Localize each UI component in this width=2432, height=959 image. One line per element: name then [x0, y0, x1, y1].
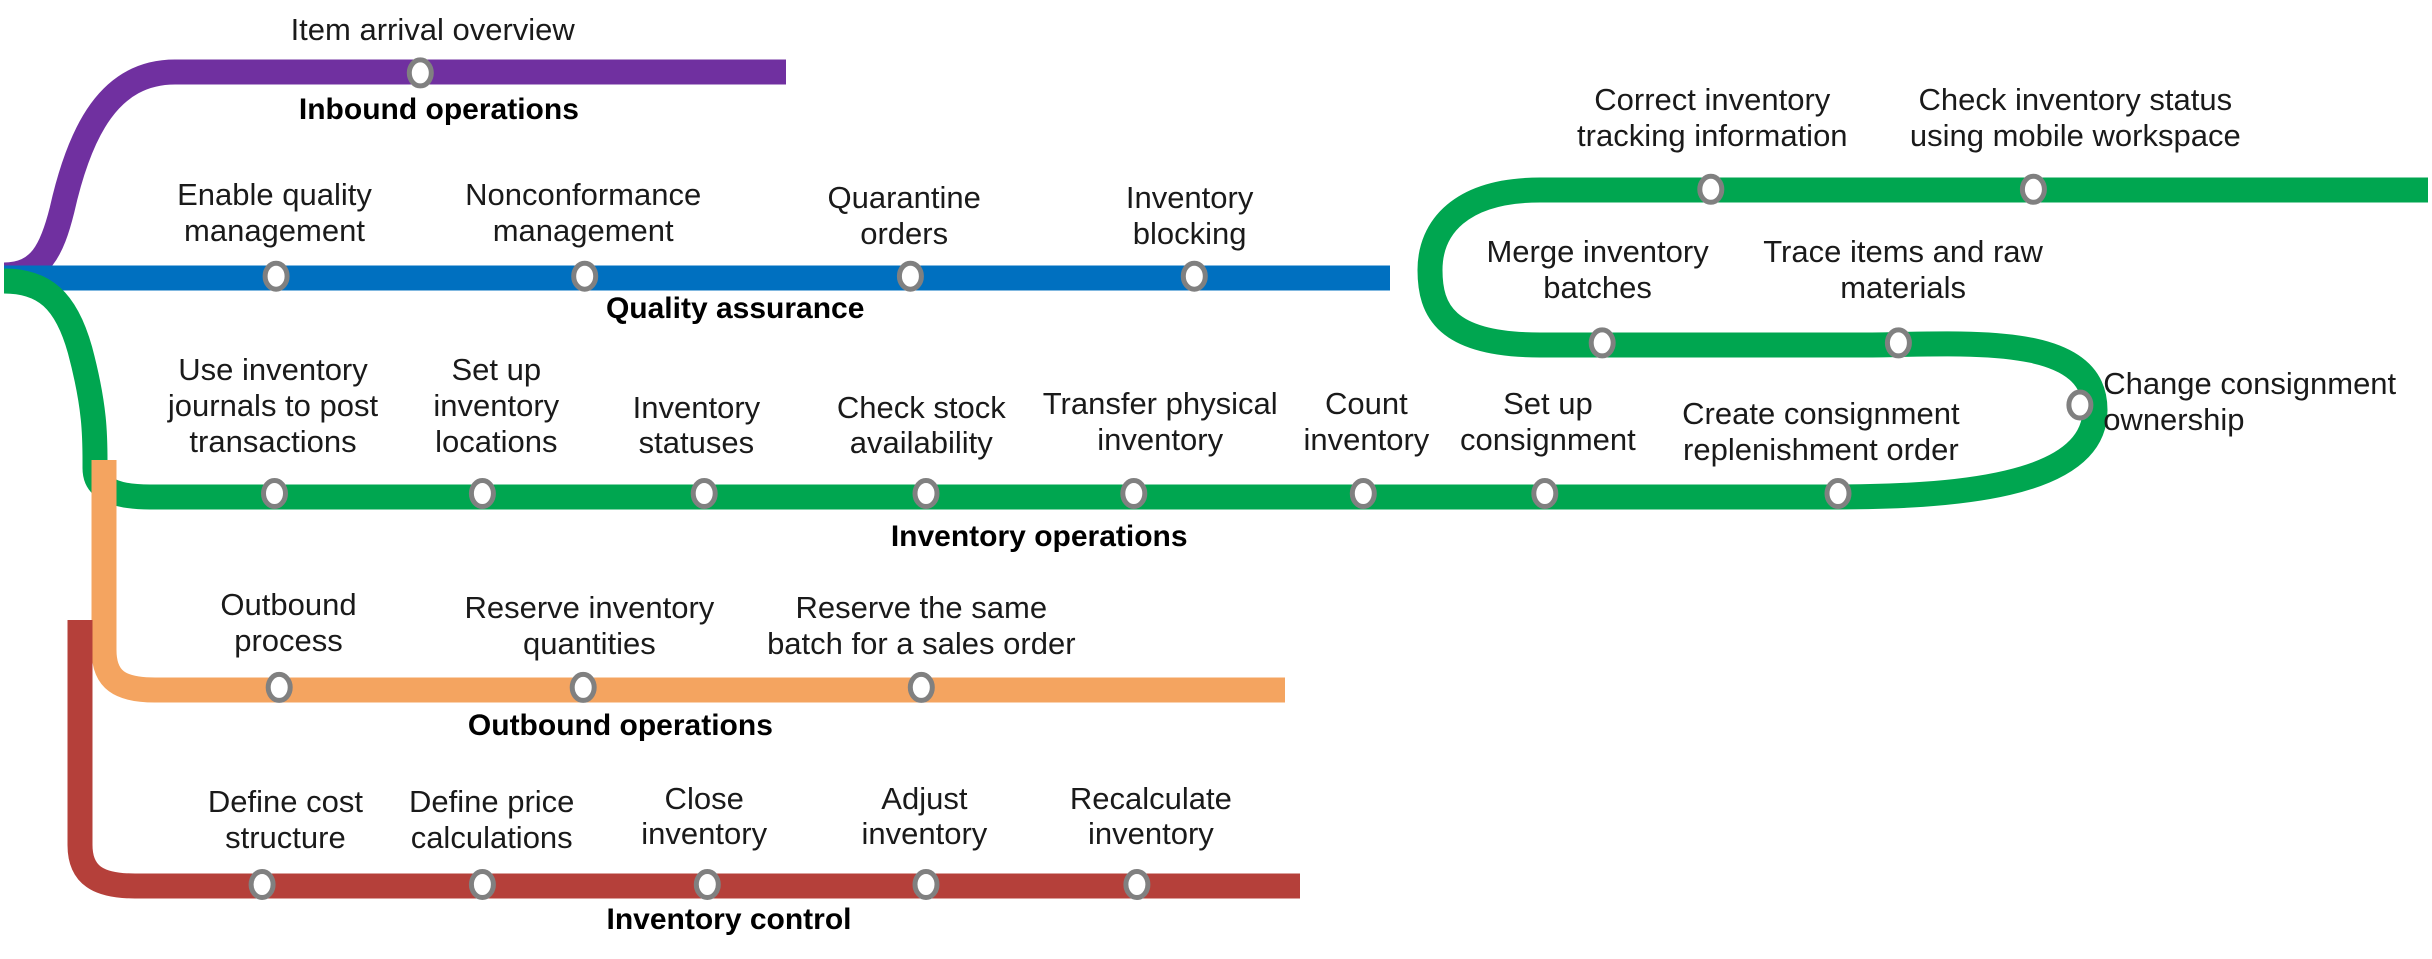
station-label: Inventory statuses: [632, 389, 761, 461]
station-label: Close inventory: [641, 780, 768, 852]
station-ring-icon: [468, 478, 496, 509]
station-ring-icon: [1349, 478, 1377, 509]
station-marker[interactable]: [571, 260, 599, 292]
line-path-inbound: [3, 59, 786, 288]
station-ring-icon: [690, 478, 718, 509]
station-marker[interactable]: [912, 869, 940, 900]
station-label: Nonconformance management: [465, 176, 702, 248]
station-ring-icon: [1824, 478, 1852, 509]
station-marker[interactable]: [907, 671, 935, 703]
station-ring-icon: [468, 869, 496, 900]
station-ring-icon: [571, 260, 599, 292]
line-path-outbound: [91, 460, 1285, 703]
station-ring-icon: [265, 671, 293, 703]
station-label: Reserve inventory quantities: [464, 589, 715, 661]
station-marker[interactable]: [1588, 327, 1616, 359]
line-name-inventory-control: Inventory control: [606, 903, 852, 937]
station-label: Inventory blocking: [1125, 180, 1254, 251]
station-ring-icon: [1120, 478, 1148, 509]
station-ring-icon: [406, 57, 434, 89]
station-label: Correct inventory tracking information: [1577, 82, 1848, 154]
station-label: Transfer physical inventory: [1042, 386, 1278, 458]
station-marker[interactable]: [1120, 478, 1148, 509]
station-ring-icon: [1697, 173, 1725, 205]
station-ring-icon: [2066, 389, 2094, 421]
station-label: Count inventory: [1303, 386, 1430, 458]
station-marker[interactable]: [1123, 869, 1151, 900]
station-ring-icon: [896, 260, 924, 292]
station-ring-icon: [912, 869, 940, 900]
station-ring-icon: [262, 260, 290, 292]
station-ring-icon: [1884, 327, 1912, 359]
station-label: Use inventory journals to post transacti…: [167, 352, 379, 460]
station-marker[interactable]: [912, 478, 940, 509]
station-label: Outbound process: [220, 586, 357, 658]
station-ring-icon: [912, 478, 940, 509]
line-path-inventory-control: [67, 620, 1300, 899]
station-label: Define price calculations: [408, 783, 575, 855]
station-ring-icon: [1180, 260, 1208, 292]
station-marker[interactable]: [248, 869, 276, 900]
line-name-inbound: Inbound operations: [298, 93, 579, 127]
station-label: Merge inventory batches: [1486, 234, 1709, 306]
station-ring-icon: [1531, 478, 1559, 509]
station-ring-icon: [693, 869, 721, 900]
station-ring-icon: [248, 869, 276, 900]
station-label: Reserve the same batch for a sales order: [767, 589, 1076, 661]
station-marker[interactable]: [261, 478, 288, 509]
station-label: Check inventory status using mobile work…: [1909, 82, 2241, 154]
station-label: Item arrival overview: [290, 12, 575, 48]
station-label: Set up consignment: [1460, 386, 1636, 458]
station-marker[interactable]: [693, 869, 721, 900]
station-marker[interactable]: [1697, 173, 1725, 205]
station-ring-icon: [1588, 327, 1616, 359]
station-marker[interactable]: [1824, 478, 1852, 509]
station-label: Enable quality management: [177, 176, 372, 248]
station-marker[interactable]: [1884, 327, 1912, 359]
station-marker[interactable]: [265, 671, 293, 703]
station-ring-icon: [2019, 173, 2047, 205]
line-name-inventory-ops: Inventory operations: [890, 519, 1188, 553]
station-marker[interactable]: [2019, 173, 2047, 205]
line-name-outbound: Outbound operations: [467, 709, 773, 743]
station-label: Create consignment replenishment order: [1682, 395, 1960, 467]
station-label: Trace items and raw materials: [1763, 234, 2043, 306]
station-marker[interactable]: [1180, 260, 1208, 292]
station-label: Recalculate inventory: [1069, 780, 1232, 852]
station-marker[interactable]: [468, 869, 496, 900]
station-marker[interactable]: [1349, 478, 1377, 509]
station-marker[interactable]: [1531, 478, 1559, 509]
station-marker[interactable]: [2066, 389, 2094, 421]
station-label: Set up inventory locations: [433, 352, 560, 460]
station-marker[interactable]: [690, 478, 718, 509]
station-marker[interactable]: [569, 671, 597, 703]
line-name-quality: Quality assurance: [605, 291, 865, 325]
station-label: Change consignment ownership: [2103, 366, 2397, 438]
station-ring-icon: [261, 478, 288, 509]
station-marker[interactable]: [896, 260, 924, 292]
station-label: Adjust inventory: [861, 780, 988, 852]
station-ring-icon: [907, 671, 935, 703]
station-ring-icon: [1123, 869, 1151, 900]
station-marker[interactable]: [468, 478, 496, 509]
station-label: Check stock availability: [836, 389, 1006, 461]
station-marker[interactable]: [406, 57, 434, 89]
station-label: Quarantine orders: [827, 180, 981, 251]
station-label: Define cost structure: [207, 783, 363, 855]
station-marker[interactable]: [262, 260, 290, 292]
station-markers: [248, 57, 2094, 900]
station-ring-icon: [569, 671, 597, 703]
